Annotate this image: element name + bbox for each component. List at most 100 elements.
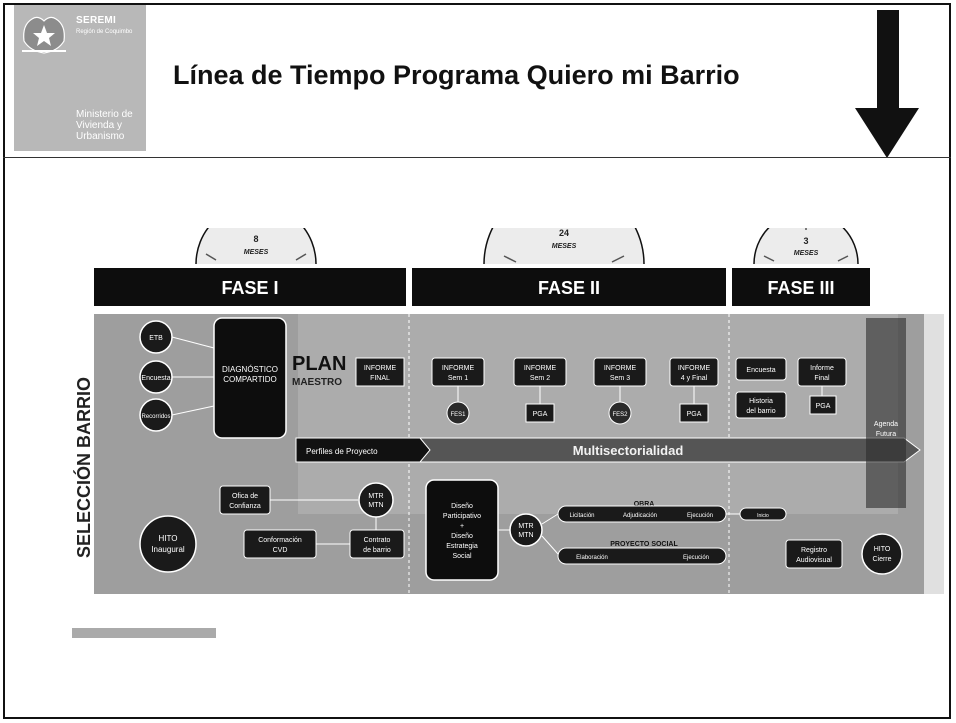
svg-text:INFORME: INFORME xyxy=(442,365,475,372)
svg-text:Adjudicación: Adjudicación xyxy=(623,513,657,519)
fase3-header xyxy=(732,268,870,306)
contrato-box xyxy=(349,529,405,559)
multisectorialidad-label: Multisectorialidad xyxy=(573,443,684,458)
svg-text:Ejecución: Ejecución xyxy=(687,513,713,519)
timeline-diagram: 8 MESES 24 MESES 3 MESES FASE I FASE II … xyxy=(73,228,944,594)
svg-text:COMPARTIDO: COMPARTIDO xyxy=(223,375,276,384)
svg-text:Sem 2: Sem 2 xyxy=(530,375,550,382)
svg-text:CVD: CVD xyxy=(273,547,288,554)
perfiles-arrow xyxy=(295,437,431,463)
slide-frame xyxy=(3,3,951,719)
svg-text:del barrio: del barrio xyxy=(746,408,775,415)
agenda-label: Agenda xyxy=(874,421,898,428)
clock-fase1: 8 MESES xyxy=(195,228,317,265)
svg-text:Cierre: Cierre xyxy=(872,556,891,563)
svg-text:Inicio: Inicio xyxy=(757,513,769,519)
ministry-name: Ministerio de Vivienda y Urbanismo xyxy=(76,109,133,142)
fase1-header xyxy=(94,268,406,306)
svg-text:MTR: MTR xyxy=(368,493,383,500)
svg-text:INFORME: INFORME xyxy=(678,365,711,372)
svg-text:INFORME: INFORME xyxy=(524,365,557,372)
svg-text:+: + xyxy=(460,523,464,530)
down-arrow-icon xyxy=(855,10,919,158)
svg-text:MESES: MESES xyxy=(552,243,577,250)
org-name: SEREMI xyxy=(76,15,117,26)
hito-cierre xyxy=(861,533,903,575)
fase1-label: FASE I xyxy=(221,278,278,298)
svg-text:Elaboración: Elaboración xyxy=(576,555,608,561)
svg-text:Diseño: Diseño xyxy=(451,533,473,540)
obra-extra xyxy=(739,507,787,521)
svg-text:MESES: MESES xyxy=(794,250,819,257)
svg-text:Confianza: Confianza xyxy=(229,503,261,510)
svg-text:MTR: MTR xyxy=(518,523,533,530)
diagnostico-box xyxy=(213,317,287,439)
region-name: Región de Coquimbo xyxy=(76,29,133,35)
seremi-logo-block: SEREMI Región de Coquimbo Ministerio de … xyxy=(14,5,146,151)
svg-text:Ejecución: Ejecución xyxy=(683,555,709,561)
svg-text:Final: Final xyxy=(814,375,830,382)
clock-fase3: 3 MESES xyxy=(753,228,859,265)
diseno-box xyxy=(425,479,499,581)
fase2-label: FASE II xyxy=(538,278,600,298)
svg-text:3: 3 xyxy=(803,236,808,246)
svg-text:Conformación: Conformación xyxy=(258,537,302,544)
svg-text:Recorridos: Recorridos xyxy=(141,414,170,420)
svg-text:Informe: Informe xyxy=(810,365,834,372)
svg-text:Licitación: Licitación xyxy=(569,513,594,519)
svg-text:Social: Social xyxy=(452,553,472,560)
svg-text:Audiovisual: Audiovisual xyxy=(796,557,832,564)
svg-text:Sem 3: Sem 3 xyxy=(610,375,630,382)
fase2-informes: INFORME Sem 1 FES1 INFORME Sem 2 PGA INF… xyxy=(431,357,719,425)
svg-text:Diseño: Diseño xyxy=(451,503,473,510)
footer-bar xyxy=(72,628,216,638)
svg-text:Registro: Registro xyxy=(801,547,827,554)
informe-final-box xyxy=(355,357,405,387)
plan-label: PLAN xyxy=(292,353,346,375)
svg-text:PROYECTO SOCIAL: PROYECTO SOCIAL xyxy=(610,541,678,548)
header-divider xyxy=(3,157,951,158)
svg-text:FINAL: FINAL xyxy=(370,375,390,382)
svg-text:HITO: HITO xyxy=(874,546,891,553)
svg-text:INFORME: INFORME xyxy=(364,365,397,372)
svg-text:Contrato: Contrato xyxy=(364,537,391,544)
svg-text:4 y Final: 4 y Final xyxy=(681,375,708,382)
page-title: Línea de Tiempo Programa Quiero mi Barri… xyxy=(173,60,740,90)
svg-text:Inaugural: Inaugural xyxy=(151,545,185,554)
fase1-circles: ETB Encuesta Recorridos xyxy=(139,320,173,432)
svg-text:24: 24 xyxy=(559,228,569,238)
mtr-circle-1 xyxy=(358,482,394,518)
svg-text:FES1: FES1 xyxy=(450,412,466,418)
fase2-header xyxy=(412,268,726,306)
svg-text:PGA: PGA xyxy=(687,411,702,418)
svg-text:FES2: FES2 xyxy=(612,412,628,418)
seleccion-barrio-label: SELECCIÓN BARRIO xyxy=(73,377,94,558)
svg-text:Sem 1: Sem 1 xyxy=(448,375,468,382)
pga-f3 xyxy=(809,395,837,415)
svg-text:INFORME: INFORME xyxy=(604,365,637,372)
svg-text:OBRA: OBRA xyxy=(634,501,655,508)
encuesta-box xyxy=(735,357,787,381)
svg-text:Historia: Historia xyxy=(749,398,773,405)
svg-text:PGA: PGA xyxy=(533,411,548,418)
svg-text:MTN: MTN xyxy=(368,502,383,509)
clock-fase2: 24 MESES xyxy=(483,228,645,265)
svg-text:Futura: Futura xyxy=(876,431,896,438)
registro-box xyxy=(785,539,843,569)
svg-text:HITO: HITO xyxy=(159,534,178,543)
fase3-label: FASE III xyxy=(767,278,834,298)
svg-text:MESES: MESES xyxy=(244,249,269,256)
coat-of-arms-icon xyxy=(22,16,66,54)
svg-text:Encuesta: Encuesta xyxy=(746,367,775,374)
svg-text:MTN: MTN xyxy=(518,532,533,539)
historia-box xyxy=(735,391,787,419)
svg-text:PGA: PGA xyxy=(816,403,831,410)
hito-inaugural xyxy=(139,515,197,573)
mtr-circle-2 xyxy=(509,513,543,547)
svg-text:Ofica de: Ofica de xyxy=(232,493,258,500)
svg-text:Participativo: Participativo xyxy=(443,513,481,520)
svg-text:ETB: ETB xyxy=(149,335,163,342)
svg-text:Perfiles de Proyecto: Perfiles de Proyecto xyxy=(306,447,378,456)
svg-text:Encuesta: Encuesta xyxy=(141,375,170,382)
svg-text:de barrio: de barrio xyxy=(363,547,391,554)
